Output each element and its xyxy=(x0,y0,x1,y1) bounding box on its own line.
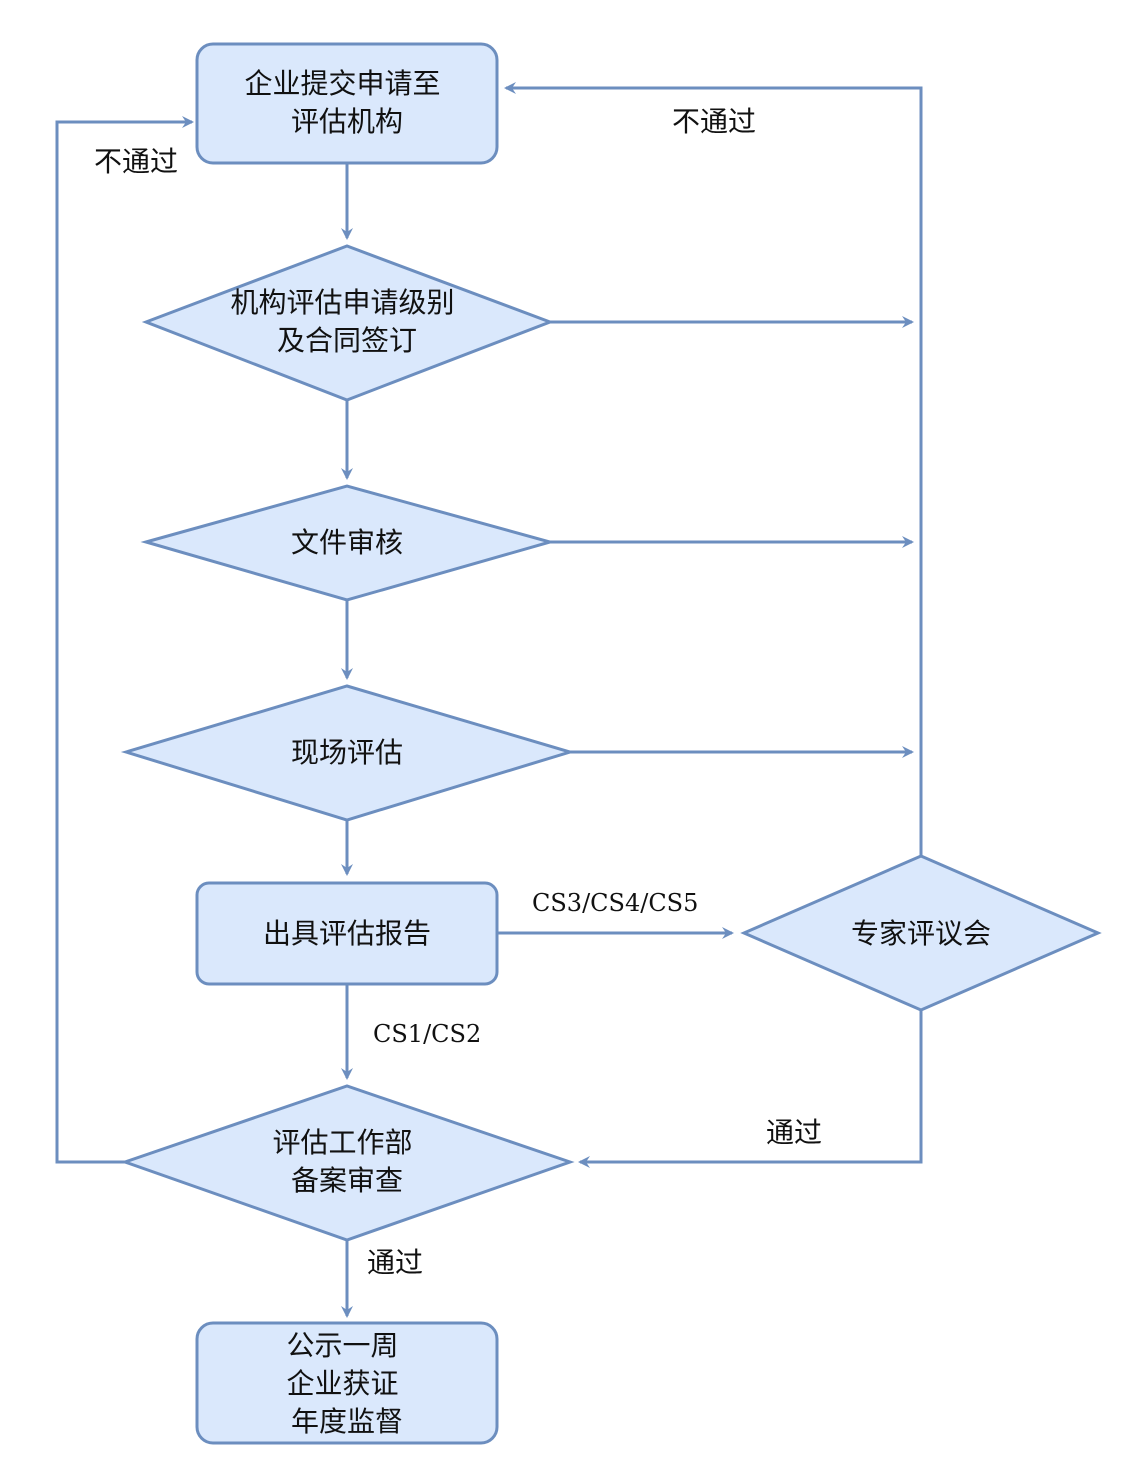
node-level-contract: 机构评估申请级别 及合同签订 xyxy=(141,244,555,402)
node-doc-review-line-1: 文件审核 xyxy=(291,526,403,559)
node-final-line-3: 年度监督 xyxy=(291,1405,403,1438)
node-submit-line-2: 评估机构 xyxy=(291,105,403,138)
node-report-line-1: 出具评估报告 xyxy=(263,917,431,950)
edge-expert-fail-to-submit xyxy=(504,82,923,856)
svg-text:出具评估报告: 出具评估报告 xyxy=(263,917,431,950)
svg-text:评估工作部 备案审查: 评估工作部 备案审查 xyxy=(273,1126,422,1197)
node-final-line-1: 公示一周 xyxy=(287,1329,399,1362)
node-onsite-diamond xyxy=(120,684,576,822)
node-filing-review: 评估工作部 备案审查 xyxy=(120,1084,575,1242)
svg-text:企业提交申请至 评估机构: 企业提交申请至 评估机构 xyxy=(245,67,450,138)
node-onsite: 现场评估 xyxy=(120,684,576,822)
node-doc-review-diamond xyxy=(140,484,556,602)
node-filing-review-line-1: 评估工作部 xyxy=(273,1126,413,1159)
node-submit-box xyxy=(195,42,499,165)
label-cs345: CS3/CS4/CS5 xyxy=(532,889,698,917)
node-final-line-2: 企业获证 xyxy=(287,1367,399,1400)
node-final-box xyxy=(195,1321,499,1445)
node-doc-review: 文件审核 xyxy=(140,484,556,602)
node-level-contract-diamond xyxy=(141,244,555,402)
svg-text:机构评估申请级别 及合同签订: 机构评估申请级别 及合同签订 xyxy=(231,286,464,357)
edge-expert-pass-to-filing xyxy=(578,1010,923,1168)
label-fail-left: 不通过 xyxy=(94,145,178,178)
node-submit: 企业提交申请至 评估机构 xyxy=(195,42,499,165)
svg-text:公示一周 企业获证 年度监督: 公示一周 企业获证 年度监督 xyxy=(287,1329,408,1438)
svg-text:专家评议会: 专家评议会 xyxy=(851,917,991,950)
node-filing-review-diamond xyxy=(120,1084,575,1242)
node-expert: 专家评议会 xyxy=(740,854,1102,1012)
node-final: 公示一周 企业获证 年度监督 xyxy=(195,1321,499,1445)
node-expert-line-1: 专家评议会 xyxy=(851,917,991,950)
label-pass-expert: 通过 xyxy=(766,1116,822,1149)
node-filing-review-line-2: 备案审查 xyxy=(291,1164,403,1197)
node-onsite-line-1: 现场评估 xyxy=(291,736,403,769)
edge-labels: 不通过 不通过 CS3/CS4/CS5 CS1/CS2 通过 通过 xyxy=(94,105,822,1279)
node-expert-diamond xyxy=(740,854,1102,1012)
node-submit-line-1: 企业提交申请至 xyxy=(245,67,441,100)
edge-filing-fail-to-submit xyxy=(55,116,194,1164)
node-report-box xyxy=(195,881,499,986)
label-cs12: CS1/CS2 xyxy=(373,1020,481,1048)
label-fail-right: 不通过 xyxy=(672,105,756,138)
svg-text:现场评估: 现场评估 xyxy=(291,736,403,769)
svg-text:文件审核: 文件审核 xyxy=(291,526,403,559)
label-pass-final: 通过 xyxy=(367,1246,423,1279)
edges xyxy=(55,82,923,1318)
node-level-contract-line-1: 机构评估申请级别 xyxy=(231,286,455,319)
node-level-contract-line-2: 及合同签订 xyxy=(277,324,417,357)
node-report: 出具评估报告 xyxy=(195,881,499,986)
